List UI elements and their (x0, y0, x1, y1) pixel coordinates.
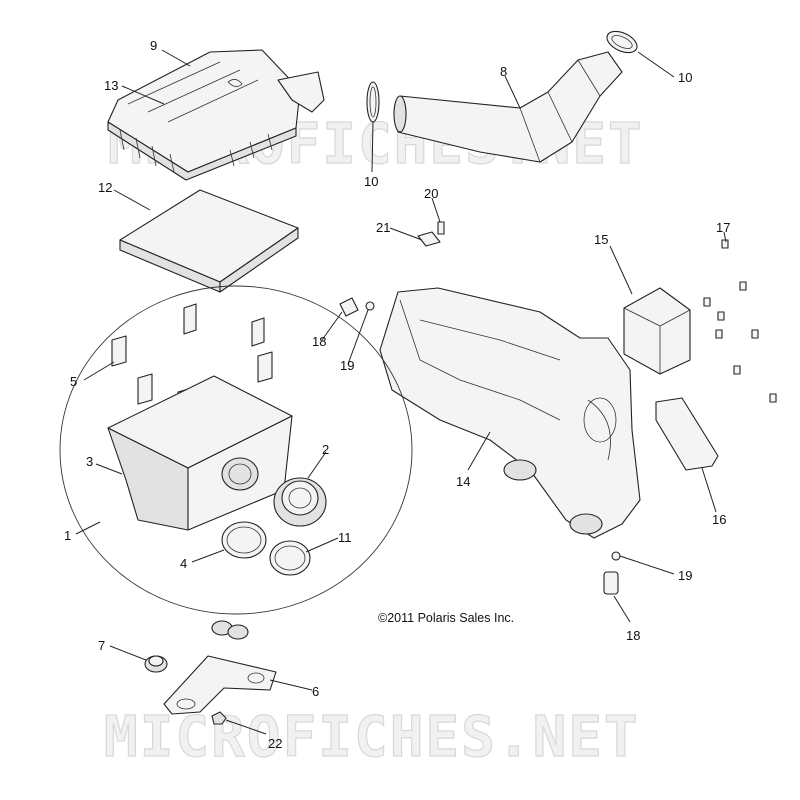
fitting-18-lower (603, 571, 619, 595)
nut-22 (211, 711, 227, 725)
fitting-18-upper (339, 297, 359, 317)
callout-19-upper: 19 (340, 358, 354, 373)
callout-3: 3 (86, 454, 93, 469)
hose-clamp-left (366, 81, 380, 123)
callout-19-lower: 19 (678, 568, 692, 583)
air-filter (119, 189, 299, 293)
clamp-11 (269, 540, 311, 576)
callout-2: 2 (322, 442, 329, 457)
callout-18-upper: 18 (312, 334, 326, 349)
callout-16: 16 (712, 512, 726, 527)
foam-block (623, 287, 691, 375)
bolt-20 (437, 221, 445, 235)
mounting-bracket (163, 655, 277, 715)
callout-5: 5 (70, 374, 77, 389)
airbox-cover (107, 49, 325, 181)
callout-21: 21 (376, 220, 390, 235)
callout-14: 14 (456, 474, 470, 489)
screws (703, 239, 777, 403)
callout-10-right: 10 (678, 70, 692, 85)
callout-9: 9 (150, 38, 157, 53)
clip-19-lower (611, 551, 621, 561)
callout-15: 15 (594, 232, 608, 247)
callout-17: 17 (716, 220, 730, 235)
callout-11: 11 (338, 530, 352, 545)
hose-clamp-top-right (606, 30, 638, 54)
callout-20: 20 (424, 186, 438, 201)
callout-7: 7 (98, 638, 105, 653)
filter-pad (655, 397, 719, 471)
clip-19-upper (365, 301, 375, 311)
leader-lines (75, 49, 727, 735)
callout-10-left: 10 (364, 174, 378, 189)
callout-22: 22 (268, 736, 282, 751)
callout-6: 6 (312, 684, 319, 699)
grommets (144, 620, 249, 673)
clamp-4 (221, 521, 267, 559)
callout-12: 12 (98, 180, 112, 195)
rubber-coupler (273, 477, 327, 527)
callout-1: 1 (64, 528, 71, 543)
bracket-21 (417, 231, 441, 247)
airbox-base (107, 375, 293, 531)
airbox-assembly-circle (59, 285, 413, 615)
intake-duct (393, 51, 623, 163)
watermark-bottom: MICROFICHES.NET (104, 705, 640, 770)
callout-18-lower: 18 (626, 628, 640, 643)
callout-4: 4 (180, 556, 187, 571)
copyright-notice: ©2011 Polaris Sales Inc. (378, 611, 514, 625)
intake-manifold (379, 287, 641, 539)
callout-13: 13 (104, 78, 118, 93)
callout-8: 8 (500, 64, 507, 79)
